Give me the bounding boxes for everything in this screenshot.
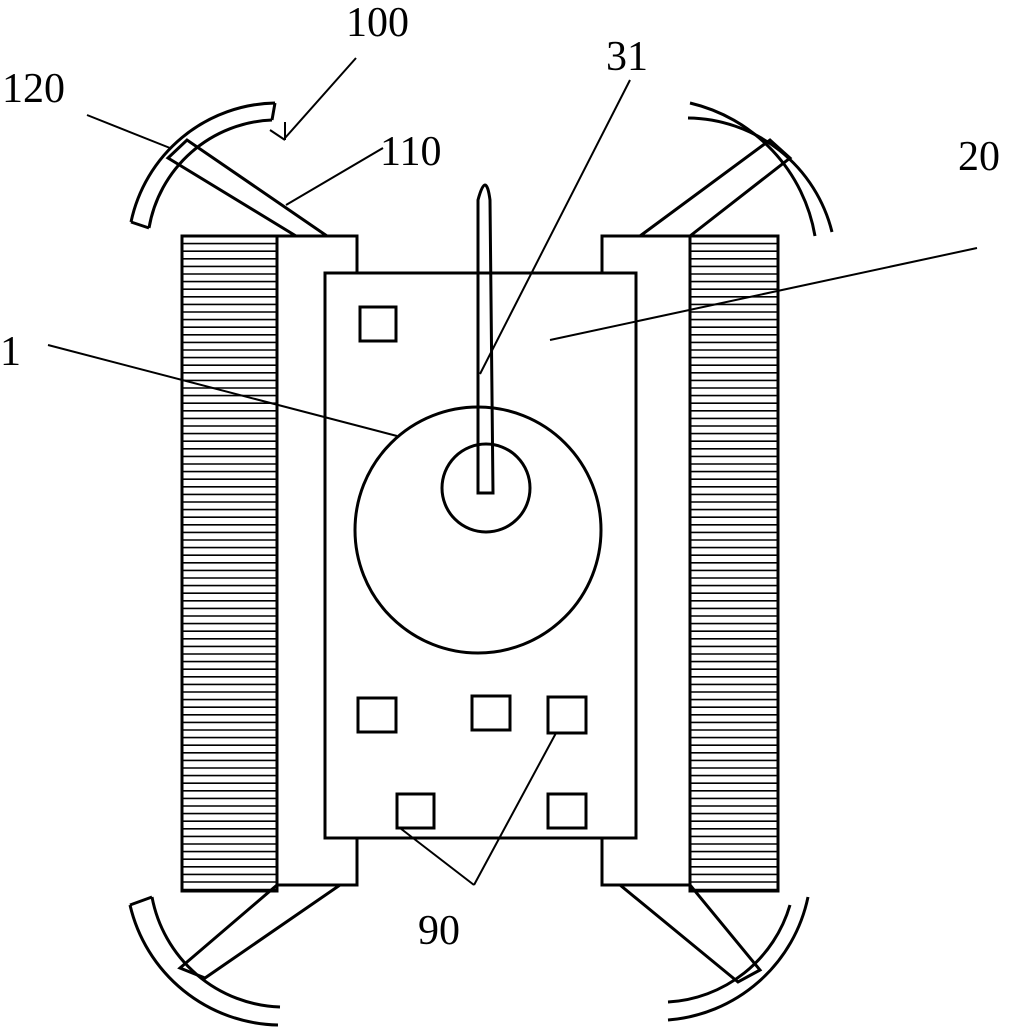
bottom-left-support [128,883,341,1027]
pad [546,792,588,830]
right-electrode-strip [688,234,780,893]
disc-hub [440,442,532,534]
pads-90 [356,305,588,830]
pad [356,696,398,734]
pad [546,695,588,735]
label-90: 90 [418,908,460,954]
leader-lines [47,57,978,886]
label-120: 120 [2,66,65,112]
top-right-support [639,101,834,238]
pad [395,792,436,830]
label-1: 1 [0,329,21,375]
left-electrode-hatching [182,242,277,891]
left-electrode-strip [180,234,279,893]
right-electrode-hatching [690,242,778,891]
label-31: 31 [606,34,648,80]
needle-31 [476,183,495,495]
label-110: 110 [380,129,441,175]
bottom-right-support [619,883,810,1022]
central-body-outline [277,234,690,887]
top-left-support [129,101,328,238]
label-100: 100 [346,0,409,46]
label-20: 20 [958,134,1000,180]
pad [470,694,512,732]
board-20 [323,271,638,840]
pad [358,305,398,343]
